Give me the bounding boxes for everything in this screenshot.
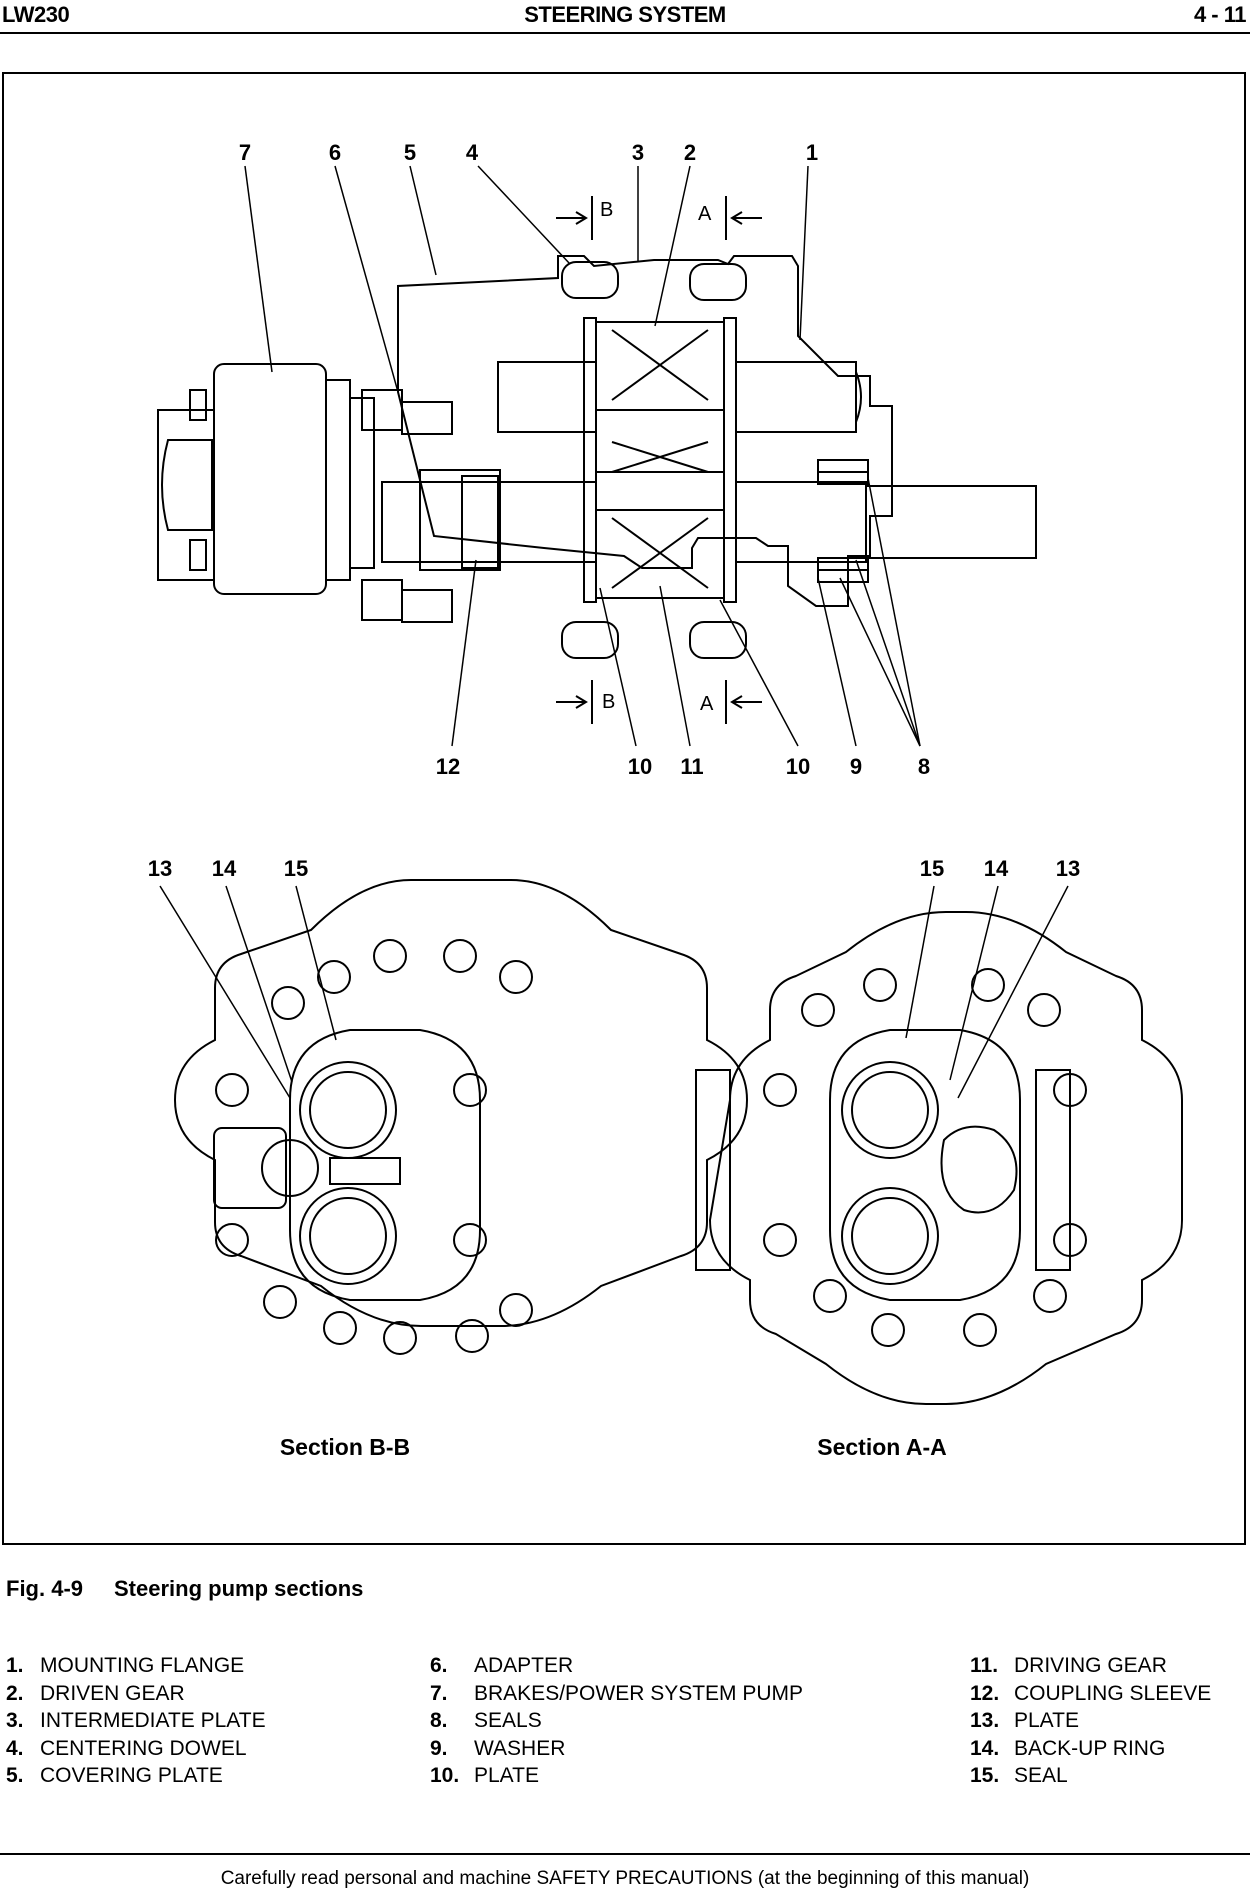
figure-number: Fig. 4-9 <box>6 1576 84 1601</box>
list-item: 11.DRIVING GEAR <box>970 1654 1167 1677</box>
callout-top: 6 <box>329 140 341 165</box>
section-markers <box>556 196 762 724</box>
callout-top: 7 <box>239 140 251 165</box>
list-item: 12.COUPLING SLEEVE <box>970 1681 1212 1705</box>
list-item: 1.MOUNTING FLANGE <box>6 1654 245 1677</box>
parts-list-column-3: 11.DRIVING GEAR 12.COUPLING SLEEVE 13.PL… <box>970 1652 1211 1790</box>
list-item: 15.SEAL <box>970 1764 1068 1788</box>
figure-frame <box>2 72 1246 1545</box>
header-divider <box>0 32 1250 34</box>
section-marker-b-top: B <box>600 199 613 221</box>
callout-section-left: 13 <box>148 856 172 881</box>
list-item: 9.WASHER <box>430 1736 566 1760</box>
section-marker-b-bottom: B <box>602 691 615 713</box>
parts-list-column-1: 1.MOUNTING FLANGE 2.DRIVEN GEAR 3.INTERM… <box>6 1652 266 1790</box>
leader-lines-top <box>244 165 809 393</box>
page-number: 4 - 11 <box>1193 2 1247 27</box>
figure-caption: Fig. 4-9 Steering pump sections <box>6 1576 363 1602</box>
list-item: 3.INTERMEDIATE PLATE <box>6 1709 266 1733</box>
list-item: 10.PLATE <box>430 1764 539 1788</box>
pump-longitudinal-section <box>157 255 1037 659</box>
callout-section-right: 14 <box>984 856 1009 881</box>
page-header: LW230 STEERING SYSTEM 4 - 11 <box>0 0 1250 34</box>
callout-bottom: 9 <box>850 754 862 779</box>
leader-lines-bottom <box>451 477 921 747</box>
section-marker-a-top: A <box>698 203 712 225</box>
callout-section-right: 13 <box>1056 856 1080 881</box>
section-bb-label: Section B-B <box>280 1434 410 1460</box>
figure-title: Steering pump sections <box>114 1576 364 1601</box>
callout-top: 4 <box>466 140 479 165</box>
leader-lines-sections <box>159 885 1069 1099</box>
section-marker-a-bottom: A <box>700 693 714 715</box>
callout-section-left: 15 <box>284 856 308 881</box>
callout-section-right: 15 <box>920 856 944 881</box>
callout-top: 5 <box>404 140 416 165</box>
list-item: 2.DRIVEN GEAR <box>6 1681 185 1705</box>
steering-pump-drawing: 7 6 5 4 3 2 1 12 10 11 10 9 8 13 14 15 1… <box>148 140 1183 1460</box>
list-item: 5.COVERING PLATE <box>6 1764 223 1788</box>
callout-bottom: 8 <box>918 754 930 779</box>
model-label: LW230 <box>2 2 70 27</box>
parts-list-column-2: 6.ADAPTER 7.BRAKES/POWER SYSTEM PUMP 8.S… <box>430 1652 803 1790</box>
list-item: 7.BRAKES/POWER SYSTEM PUMP <box>430 1681 804 1705</box>
callout-top: 2 <box>684 140 696 165</box>
section-bb-view <box>173 879 749 1355</box>
safety-footer: Carefully read personal and machine SAFE… <box>220 1868 1030 1889</box>
callout-bottom: 12 <box>436 754 460 779</box>
callout-bottom: 10 <box>786 754 810 779</box>
callout-top: 3 <box>632 140 644 165</box>
callout-section-left: 14 <box>212 856 237 881</box>
footer-divider <box>0 1853 1250 1855</box>
list-item: 14.BACK-UP RING <box>970 1736 1166 1760</box>
section-title: STEERING SYSTEM <box>524 2 726 27</box>
callout-bottom: 11 <box>680 754 703 779</box>
list-item: 4.CENTERING DOWEL <box>6 1736 247 1760</box>
list-item: 6.ADAPTER <box>430 1654 574 1677</box>
callout-bottom: 10 <box>628 754 652 779</box>
list-item: 13.PLATE <box>970 1709 1079 1733</box>
list-item: 8.SEALS <box>430 1709 542 1733</box>
section-aa-view <box>695 911 1183 1405</box>
callout-top: 1 <box>806 140 818 165</box>
section-aa-label: Section A-A <box>817 1434 947 1460</box>
